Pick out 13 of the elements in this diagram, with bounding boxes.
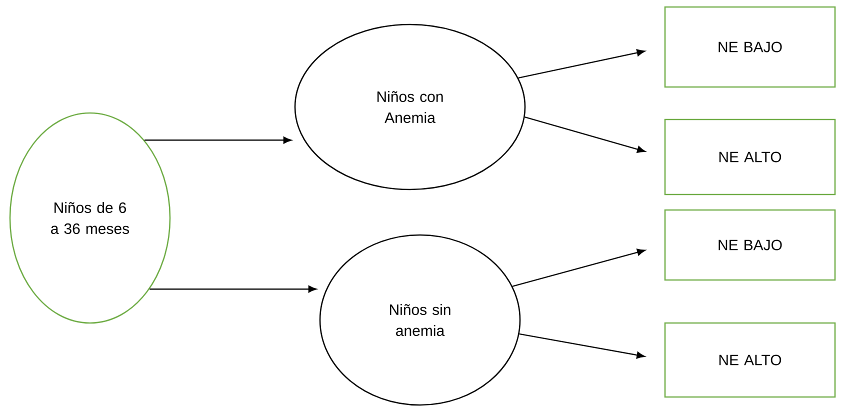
arrow [150,286,317,293]
arrow [144,136,292,144]
result-box: NE ALTO [664,118,836,196]
arrow [519,333,645,359]
result-box: NE BAJO [664,6,836,88]
ellipse-node: Niños de 6 a 36 meses [9,112,171,324]
arrow [524,116,646,153]
ellipse-node: Niños con Anemia [294,24,526,190]
arrow [518,49,646,79]
result-box: NE ALTO [664,322,836,398]
result-box: NE BAJO [664,209,836,281]
ellipse-node: Niños sin anemia [319,234,521,406]
arrow [512,248,646,287]
